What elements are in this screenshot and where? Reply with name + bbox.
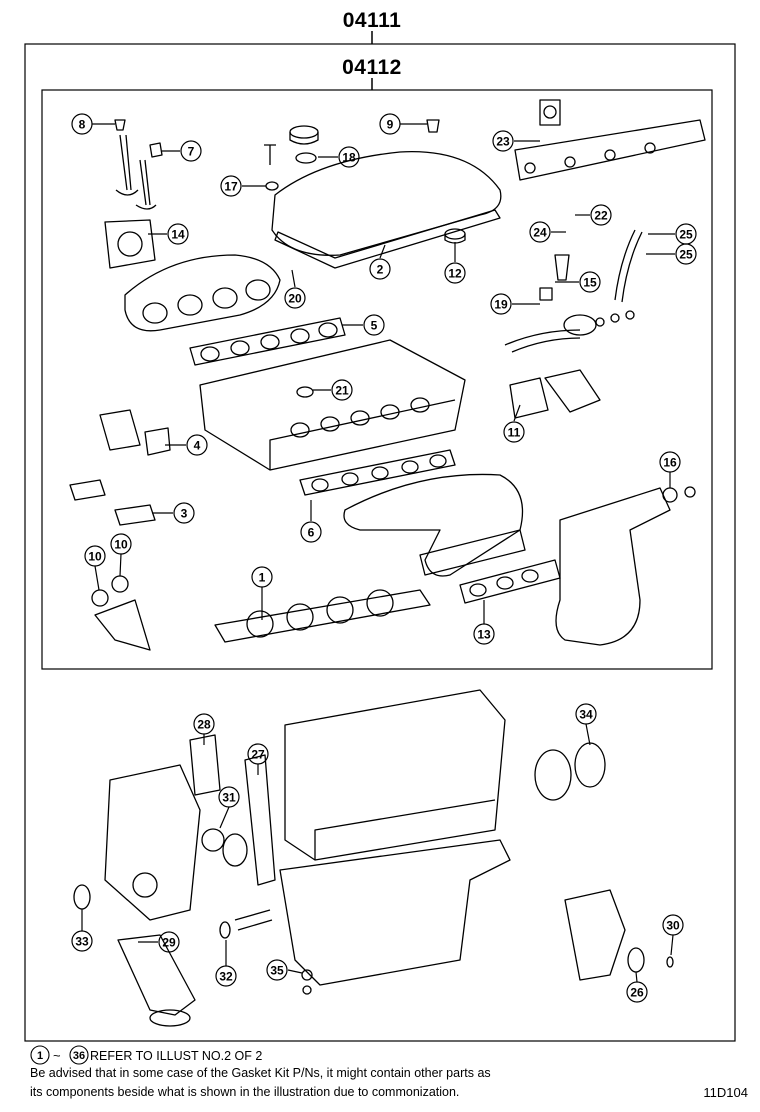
callout-19: 19 [494,298,508,312]
callout-13: 13 [477,628,491,642]
callout-7: 7 [188,145,195,159]
subkit-frame [41,89,713,670]
callout-5: 5 [371,319,378,333]
part-drawings [69,99,706,1027]
callout-32: 31 [222,791,236,805]
callout-8: 8 [79,118,86,132]
callout-17: 17 [224,180,238,194]
subkit-number: 04112 [342,56,402,79]
footer-note-line1: Be advised that in some case of the Gask… [30,1066,491,1080]
callout-2: 2 [377,263,384,277]
footer-note-line2: its components beside what is shown in t… [30,1085,460,1099]
callout-35: 34 [579,708,593,722]
callout-31: 30 [666,919,680,933]
footer-range-text: REFER TO ILLUST NO.2 OF 2 [90,1049,262,1063]
callout-10: 10 [114,538,128,552]
footer-range-sep: ~ [53,1048,61,1063]
callout-25: 25 [679,228,693,242]
callout-25: 25 [679,248,693,262]
callout-22: 22 [594,209,608,223]
callout-6: 6 [308,526,315,540]
footer-range-start: 1 [37,1050,43,1062]
callout-29: 28 [197,718,211,732]
callout-23: 23 [496,135,510,149]
callout-12: 12 [448,267,462,281]
kit-frame [24,43,736,1042]
callout-24: 24 [533,226,547,240]
callout-20: 20 [288,292,302,306]
callout-10: 10 [88,550,102,564]
callout-3: 3 [181,507,188,521]
callout-30: 29 [162,936,176,950]
callout-14: 14 [171,228,185,242]
callout-27: 26 [630,986,644,1000]
callout-28: 27 [251,748,265,762]
callout-18: 18 [342,151,356,165]
callout-21: 21 [335,384,349,398]
callout-16: 16 [663,456,677,470]
callout-1: 1 [259,571,266,585]
callout-9: 9 [387,118,394,132]
callout-4: 4 [194,439,201,453]
callout-15: 15 [583,276,597,290]
illustration-code: 11D104 [703,1085,748,1100]
callout-36: 35 [270,964,284,978]
callout-11: 11 [508,426,521,440]
footer-range-end: 36 [73,1050,85,1062]
callout-34: 33 [75,935,89,949]
kit-number: 04111 [343,9,402,32]
callout-33: 32 [219,970,233,984]
